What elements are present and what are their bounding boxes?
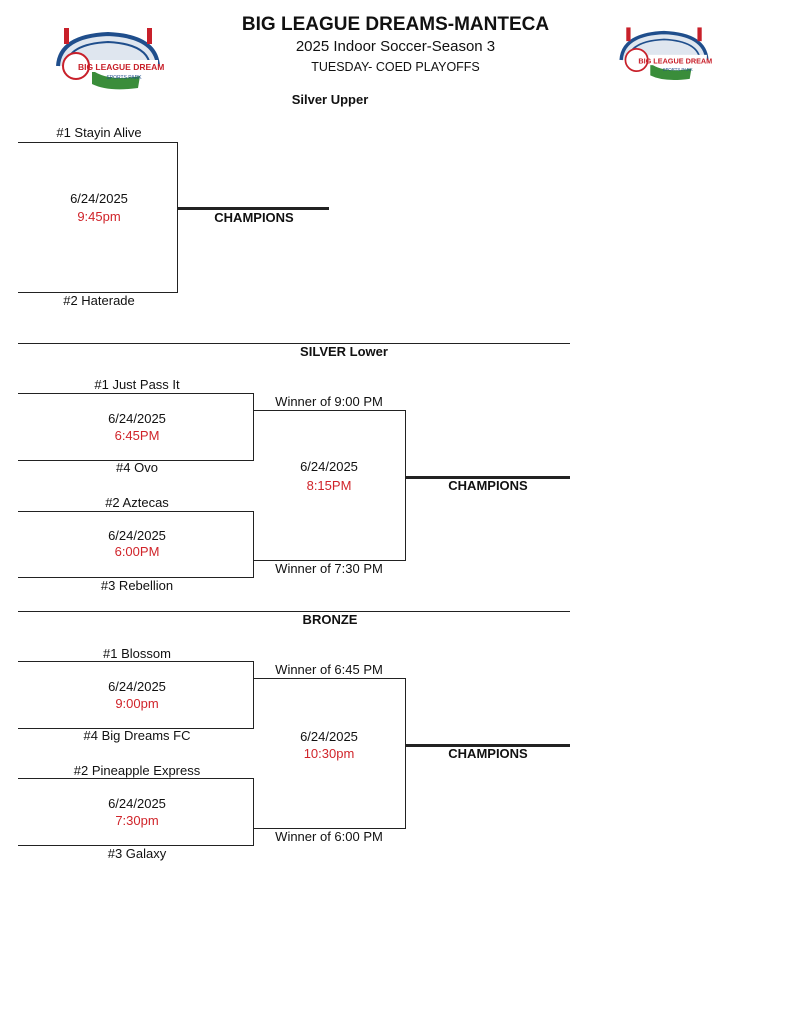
- section-divider: [18, 343, 570, 344]
- logo-text: BIG LEAGUE DREAMS: [78, 62, 164, 72]
- bracket-line: [18, 728, 254, 729]
- bracket-line: [253, 560, 406, 561]
- bracket-line: [253, 778, 254, 846]
- bronze-g2-date: 6/24/2025: [108, 796, 166, 811]
- bronze-final-time: 10:30pm: [303, 746, 355, 761]
- bracket-line: [253, 661, 254, 729]
- silver-lower-final-bottom: Winner of 7:30 PM: [275, 561, 383, 576]
- logo-subtext: SPORTS PARK: [663, 67, 693, 72]
- logo-subtext: SPORTS PARK: [106, 75, 142, 81]
- bronze-g1-team1: #1 Blossom: [103, 646, 171, 661]
- bracket-line: [18, 661, 254, 662]
- bronze-final-date: 6/24/2025: [300, 729, 358, 744]
- bronze-heading: BRONZE: [302, 612, 358, 627]
- silver-lower-g1-team2: #4 Ovo: [116, 460, 158, 475]
- right-logo: BIG LEAGUE DREAMS SPORTS PARK: [619, 27, 712, 80]
- silver-lower-final-top: Winner of 9:00 PM: [275, 394, 383, 409]
- page-subtitle: 2025 Indoor Soccer-Season 3: [295, 38, 496, 55]
- silver-upper-time: 9:45pm: [77, 209, 121, 224]
- silver-upper-date: 6/24/2025: [70, 191, 128, 206]
- bronze-g2-time: 7:30pm: [115, 813, 159, 828]
- bracket-line: [253, 511, 254, 578]
- bracket-line: [18, 142, 178, 143]
- silver-upper-heading: Silver Upper: [291, 92, 369, 107]
- bracket-line: [405, 410, 406, 561]
- logo-text: BIG LEAGUE DREAMS: [638, 56, 712, 65]
- bronze-final-top: Winner of 6:45 PM: [275, 662, 383, 677]
- silver-upper-team2: #2 Haterade: [63, 293, 135, 308]
- bronze-g1-time: 9:00pm: [115, 696, 159, 711]
- league-label: TUESDAY- COED PLAYOFFS: [311, 60, 480, 74]
- bronze-champions: CHAMPIONS: [448, 746, 528, 761]
- bronze-g2-team1: #2 Pineapple Express: [73, 763, 201, 778]
- section-divider: [18, 611, 570, 612]
- bracket-line: [253, 393, 254, 461]
- champion-line: [405, 476, 570, 479]
- silver-lower-g1-team1: #1 Just Pass It: [94, 377, 180, 392]
- silver-lower-g2-time: 6:00PM: [114, 544, 160, 559]
- bracket-line: [18, 393, 254, 394]
- bracket-line: [18, 778, 254, 779]
- silver-lower-final-time: 8:15PM: [306, 478, 352, 493]
- bronze-final-bottom: Winner of 6:00 PM: [275, 829, 383, 844]
- bracket-line: [253, 828, 406, 829]
- bracket-line: [253, 678, 406, 679]
- silver-lower-g2-date: 6/24/2025: [108, 528, 166, 543]
- silver-lower-heading: SILVER Lower: [300, 344, 388, 359]
- bracket-line: [18, 460, 254, 461]
- silver-upper-champions: CHAMPIONS: [214, 210, 294, 225]
- silver-upper-team1: #1 Stayin Alive: [56, 125, 142, 140]
- bracket-line: [253, 410, 406, 411]
- bracket-line: [18, 845, 254, 846]
- bronze-g1-date: 6/24/2025: [108, 679, 166, 694]
- bracket-line: [177, 142, 178, 293]
- bracket-line: [18, 292, 178, 293]
- left-logo: BIG LEAGUE DREAMS SPORTS PARK: [56, 28, 164, 90]
- bracket-line: [18, 511, 254, 512]
- champion-line: [405, 744, 570, 747]
- silver-lower-final-date: 6/24/2025: [300, 459, 358, 474]
- silver-lower-g1-time: 6:45PM: [114, 428, 160, 443]
- bronze-g2-team2: #3 Galaxy: [107, 846, 167, 861]
- bracket-line: [405, 678, 406, 829]
- bronze-g1-team2: #4 Big Dreams FC: [83, 728, 191, 743]
- bracket-line: [18, 577, 254, 578]
- page-title: BIG LEAGUE DREAMS-MANTECA: [241, 14, 550, 35]
- silver-lower-g2-team2: #3 Rebellion: [100, 578, 174, 593]
- silver-lower-champions: CHAMPIONS: [448, 478, 528, 493]
- silver-lower-g2-team1: #2 Aztecas: [105, 495, 169, 510]
- silver-lower-g1-date: 6/24/2025: [108, 411, 166, 426]
- champion-line: [177, 207, 329, 210]
